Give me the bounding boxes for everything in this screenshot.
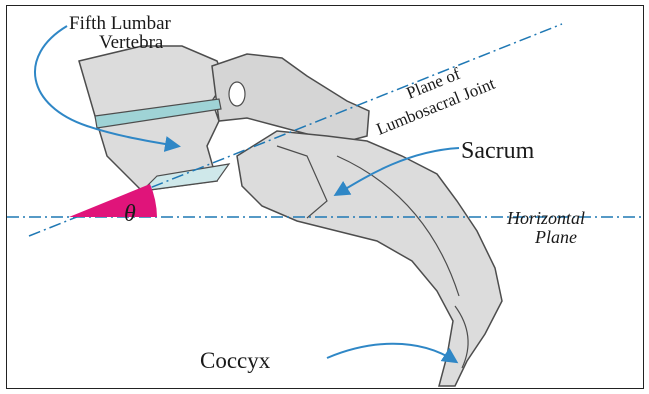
angle-theta-wedge: [69, 184, 157, 217]
sacrum-bone: [237, 131, 502, 386]
vertebral-foramen: [229, 82, 245, 106]
coccyx-arrow: [327, 344, 455, 361]
fifth-lumbar-label-line1: Fifth Lumbar: [69, 14, 171, 33]
coccyx-label: Coccyx: [200, 349, 270, 372]
angle-theta-label: θ: [124, 202, 136, 226]
fifth-lumbar-label-line2: Vertebra: [99, 33, 163, 52]
horizontal-label-line2: Plane: [535, 228, 577, 246]
diagram-frame: Fifth Lumbar Vertebra Plane of Lumbosacr…: [6, 5, 644, 389]
lumbosacral-diagram: [7, 6, 644, 389]
horizontal-label-line1: Horizontal: [507, 209, 585, 227]
sacrum-label: Sacrum: [461, 139, 534, 163]
